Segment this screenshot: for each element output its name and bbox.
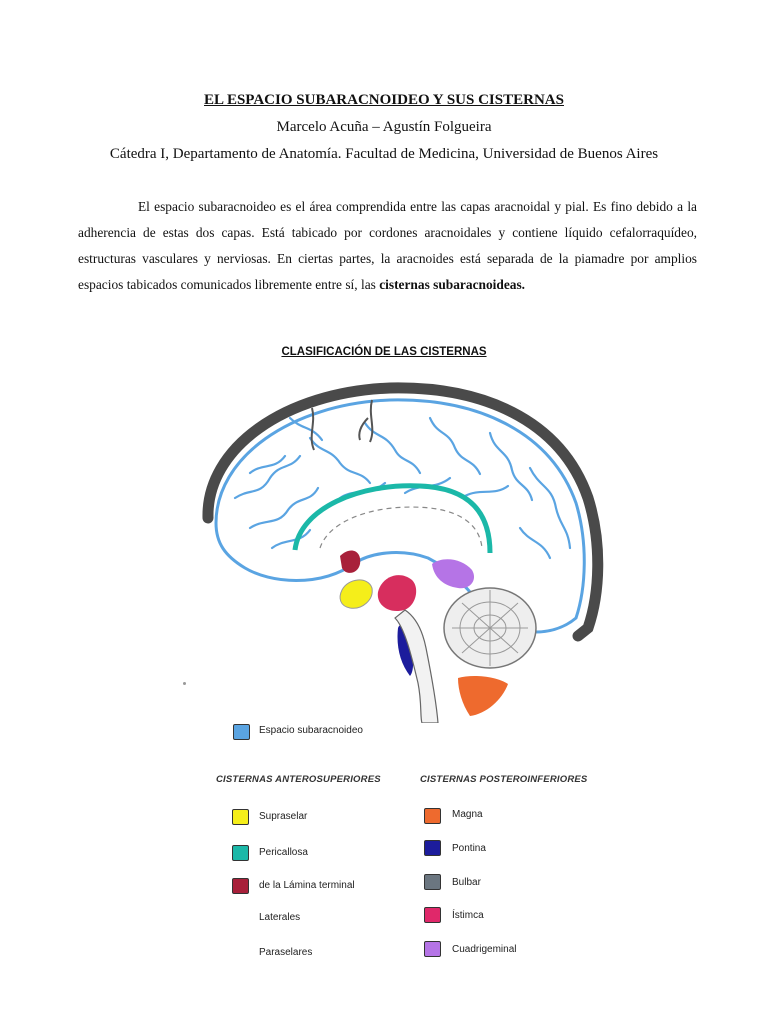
legend-label-supraselar: Supraselar <box>259 811 308 822</box>
legend-label-lamina: de la Lámina terminal <box>259 880 355 891</box>
legend-swatch-bulbar <box>424 874 441 890</box>
legend-swatch-espacio <box>233 724 250 740</box>
intro-paragraph: El espacio subaracnoideo es el área comp… <box>78 194 697 298</box>
legend-swatch-cuadrigeminal <box>424 941 441 957</box>
magna-cistern <box>458 676 508 716</box>
legend-label-magna: Magna <box>452 809 483 820</box>
lamina-terminal-cistern <box>340 550 361 573</box>
group-heading-anterior: CISTERNAS ANTEROSUPERIORES <box>216 774 381 785</box>
legend-label-laterales: Laterales <box>259 912 301 923</box>
legend-label-pontina: Pontina <box>452 843 486 854</box>
istimca-cistern <box>377 575 417 612</box>
legend-label-pericallosa: Pericallosa <box>259 847 308 858</box>
legend-label-paraselares: Paraselares <box>259 947 313 958</box>
intro-bold: cisternas subaracnoideas. <box>379 277 526 292</box>
brainstem <box>394 609 439 723</box>
legend-swatch-magna <box>424 808 441 824</box>
group-heading-posterior: CISTERNAS POSTEROINFERIORES <box>420 774 588 785</box>
intro-text: El espacio subaracnoideo es el área comp… <box>78 199 697 292</box>
vessel-lines <box>310 399 374 451</box>
brain-sagittal-figure <box>202 382 604 723</box>
brain-surface <box>214 398 586 634</box>
callosum-outline <box>319 506 483 549</box>
legend-swatch-pericallosa <box>232 845 249 861</box>
section-heading: CLASIFICACIÓN DE LAS CISTERNAS <box>281 346 487 358</box>
cuadrigeminal-cistern <box>432 559 475 589</box>
cerebellum-folia <box>452 590 528 666</box>
legend-label-bulbar: Bulbar <box>452 877 481 888</box>
legend-swatch-supraselar <box>232 809 249 825</box>
pericallosa-cistern <box>292 483 493 554</box>
document-title: EL ESPACIO SUBARACNOIDEO Y SUS CISTERNAS <box>204 92 564 108</box>
legend-label-espacio: Espacio subaracnoideo <box>259 725 363 736</box>
dura-outline <box>202 382 604 642</box>
legend-swatch-pontina <box>424 840 441 856</box>
supraselar-cistern <box>339 579 373 609</box>
scan-speck <box>183 682 186 685</box>
sulci-lines <box>233 416 572 560</box>
affiliation: Cátedra I, Departamento de Anatomía. Fac… <box>109 146 659 162</box>
legend-swatch-istimca <box>424 907 441 923</box>
legend-swatch-lamina <box>232 878 249 894</box>
legend-label-cuadrigeminal: Cuadrigeminal <box>452 944 517 955</box>
legend-label-istimca: Ístimca <box>452 910 484 921</box>
pontina-cistern <box>397 625 414 676</box>
authors: Marcelo Acuña – Agustín Folgueira <box>276 119 492 135</box>
